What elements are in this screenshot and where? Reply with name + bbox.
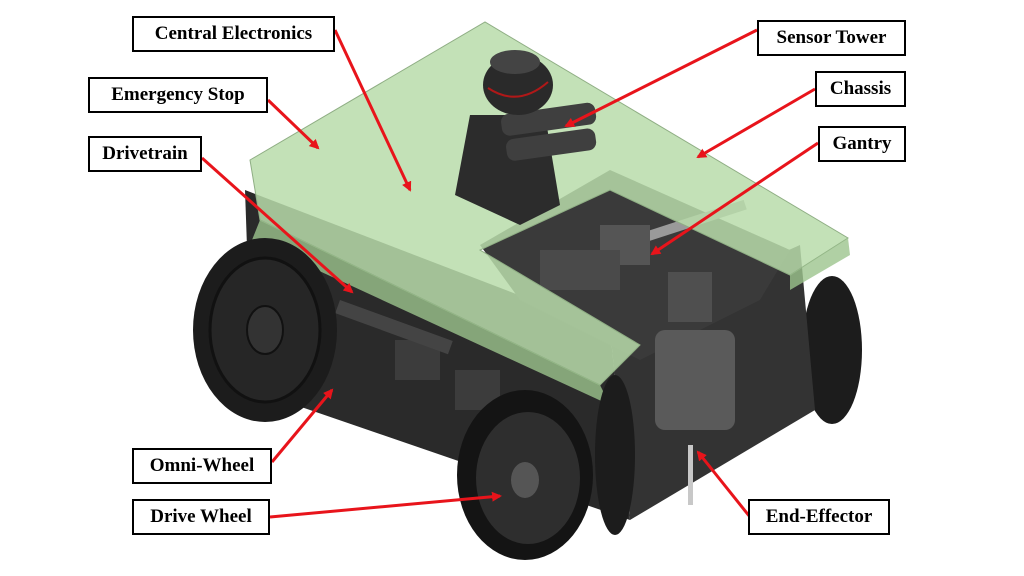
front-right-wheel [595, 375, 635, 535]
drivetrain-belt [335, 300, 453, 355]
sensor-tower-lidar-top [490, 50, 540, 74]
label-emergency-stop: Emergency Stop [88, 77, 268, 113]
label-gantry: Gantry [818, 126, 906, 162]
arrow-gantry [650, 141, 819, 256]
label-omni-wheel: Omni-Wheel [132, 448, 272, 484]
arrow-drivetrain [201, 156, 354, 294]
arrow-sensor-tower [564, 28, 758, 128]
end-effector-motor [668, 272, 712, 322]
sensor-tower-lens [501, 102, 597, 136]
label-sensor-tower: Sensor Tower [757, 20, 906, 56]
label-central-electronics: Central Electronics [132, 16, 335, 52]
end-effector-pin [688, 445, 693, 505]
label-drivetrain: Drivetrain [88, 136, 202, 172]
label-chassis: Chassis [815, 71, 906, 107]
chassis-front-edge [252, 220, 610, 405]
arrow-emergency-stop [266, 98, 320, 150]
drive-wheel-hub [511, 462, 539, 498]
end-effector-housing [655, 330, 735, 430]
label-drive-wheel: Drive Wheel [132, 499, 270, 535]
omni-wheel-hub [246, 305, 284, 355]
arrow-central-electronics [333, 29, 412, 192]
arrow-omni-wheel [270, 388, 334, 463]
chassis-right-edge [790, 238, 850, 290]
label-end-effector: End-Effector [748, 499, 890, 535]
sensor-tower-lens [506, 128, 597, 161]
rear-right-wheel [802, 276, 862, 424]
arrow-drive-wheel [269, 491, 502, 519]
arrow-chassis [696, 87, 816, 159]
lidar-ring [487, 81, 549, 98]
gantry-carriage [540, 250, 620, 290]
arrow-end-effector [696, 450, 752, 518]
